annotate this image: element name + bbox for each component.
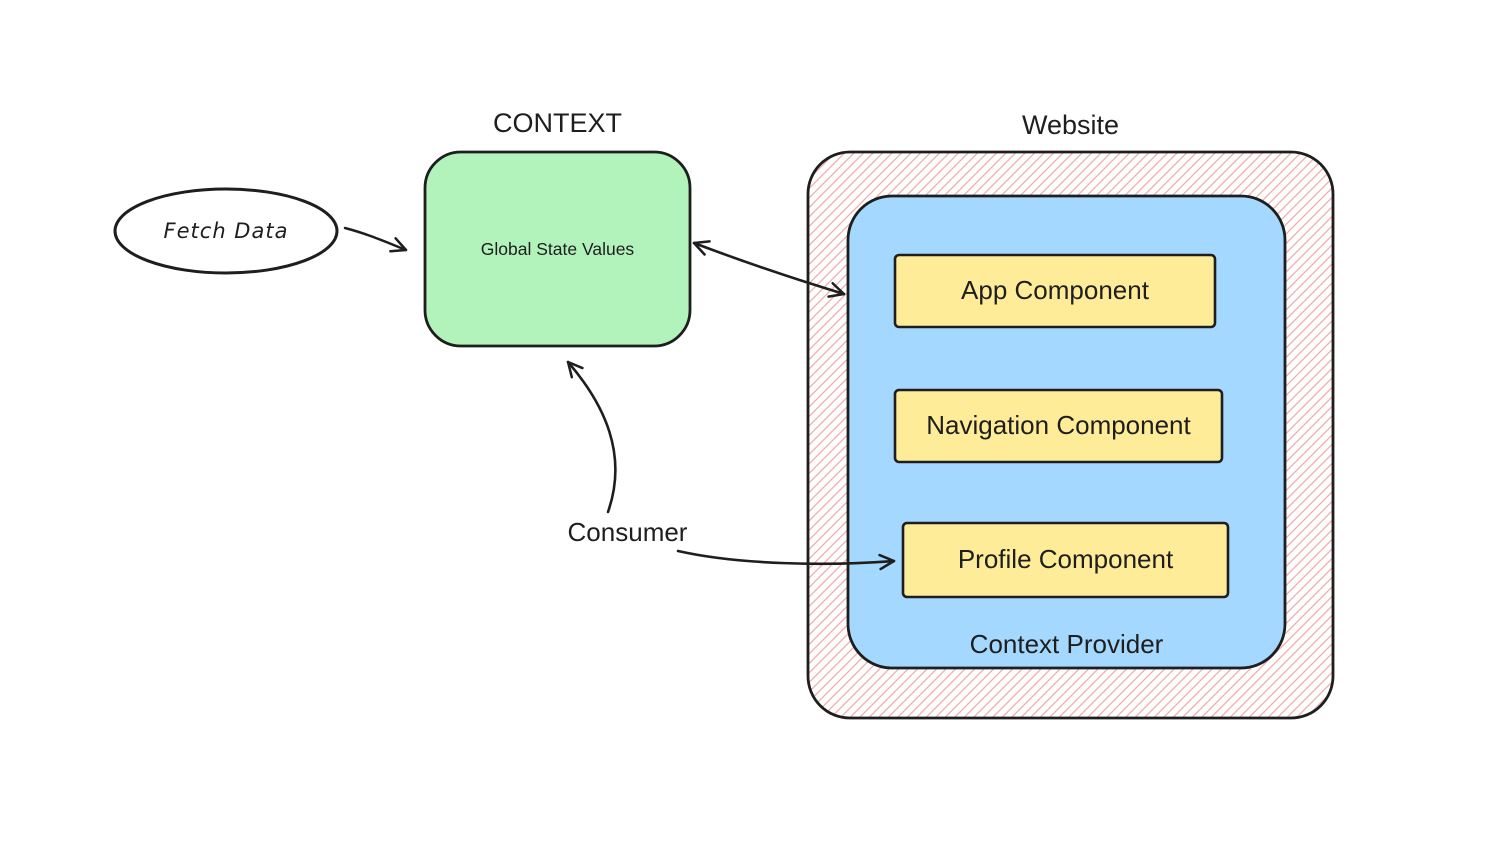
website-title: Website — [1021, 110, 1120, 141]
arrow-context-provider — [692, 240, 846, 298]
arrow-fetch-to-context — [343, 226, 408, 253]
arrow-consumer-to-profile — [676, 549, 896, 571]
fetch-data-ellipse — [113, 187, 339, 275]
context-title: CONTEXT — [492, 108, 622, 139]
global-state-label: Global State Values — [480, 238, 635, 259]
context-provider-label: Context Provider — [969, 629, 1164, 660]
profile-component-box — [901, 521, 1230, 599]
app-component-box — [893, 253, 1217, 329]
app-component-label: App Component — [961, 275, 1149, 306]
navigation-component-box — [893, 388, 1224, 464]
navigation-component-label: Navigation Component — [926, 410, 1191, 441]
arrow-consumer-to-context — [566, 360, 617, 514]
fetch-data-label: Fetch Data — [163, 218, 289, 243]
context-box — [423, 150, 692, 348]
profile-component-label: Profile Component — [957, 544, 1174, 575]
consumer-label: Consumer — [567, 517, 688, 548]
